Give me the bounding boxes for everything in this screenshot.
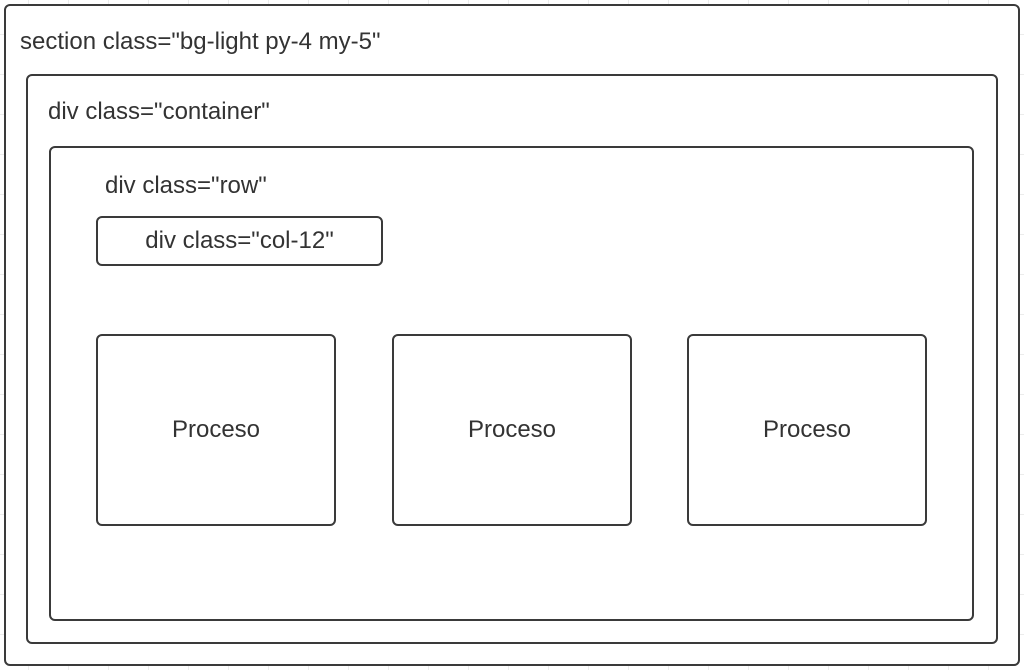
col-box[interactable]: div class="col-12" [96, 216, 383, 266]
section-label: section class="bg-light py-4 my-5" [20, 28, 381, 55]
process-label: Proceso [762, 416, 852, 443]
process-label: Proceso [467, 416, 557, 443]
process-box-2[interactable]: Proceso [392, 334, 632, 526]
row-label: div class="row" [105, 172, 267, 199]
process-box-1[interactable]: Proceso [96, 334, 336, 526]
process-box-3[interactable]: Proceso [687, 334, 927, 526]
container-label: div class="container" [48, 98, 270, 125]
process-label: Proceso [171, 416, 261, 443]
col-label: div class="col-12" [145, 227, 334, 254]
